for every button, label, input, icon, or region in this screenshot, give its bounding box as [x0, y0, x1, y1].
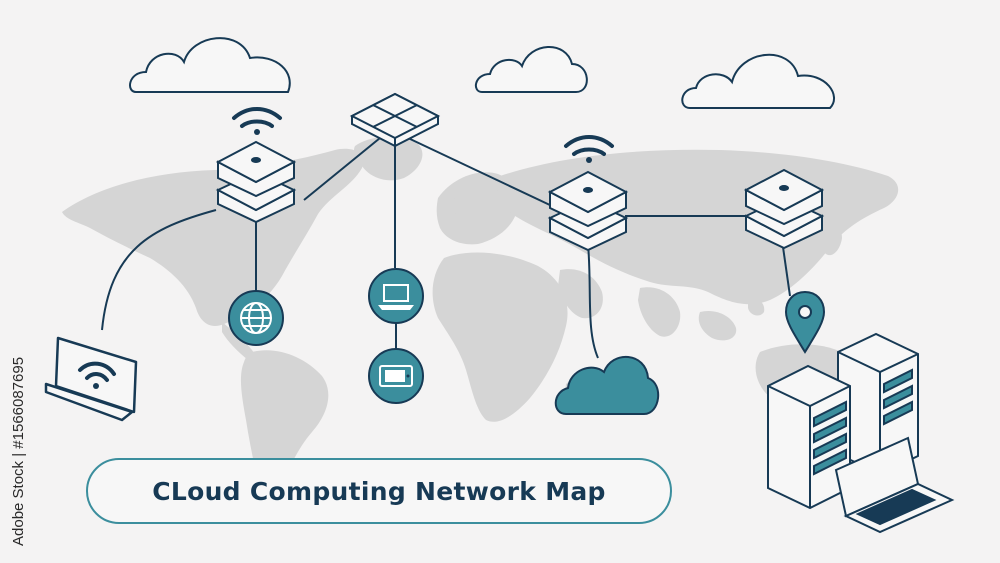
tablet-icon	[368, 348, 424, 404]
wifi-icon	[232, 107, 282, 135]
wifi-icon	[564, 135, 614, 163]
network-links	[101, 137, 791, 359]
sky-clouds	[129, 37, 836, 109]
cloud-icon	[129, 37, 291, 93]
server-rack-icon	[767, 332, 955, 534]
cloud-icon	[474, 46, 588, 93]
stock-watermark-id: Adobe Stock | #1566087695	[10, 356, 27, 546]
globe-icon	[228, 290, 284, 346]
location-pin-icon	[784, 290, 826, 354]
cloud-icon	[681, 53, 836, 109]
server-node-icon	[743, 168, 825, 250]
server-node-icon	[215, 140, 297, 224]
laptop-icon	[368, 268, 424, 324]
laptop-icon	[44, 336, 138, 422]
page-title: CLoud Computing Network Map	[152, 476, 606, 506]
server-node-icon	[547, 170, 629, 252]
cloud-icon	[554, 356, 659, 415]
router-icon	[349, 92, 441, 148]
title-banner: CLoud Computing Network Map	[86, 458, 672, 524]
